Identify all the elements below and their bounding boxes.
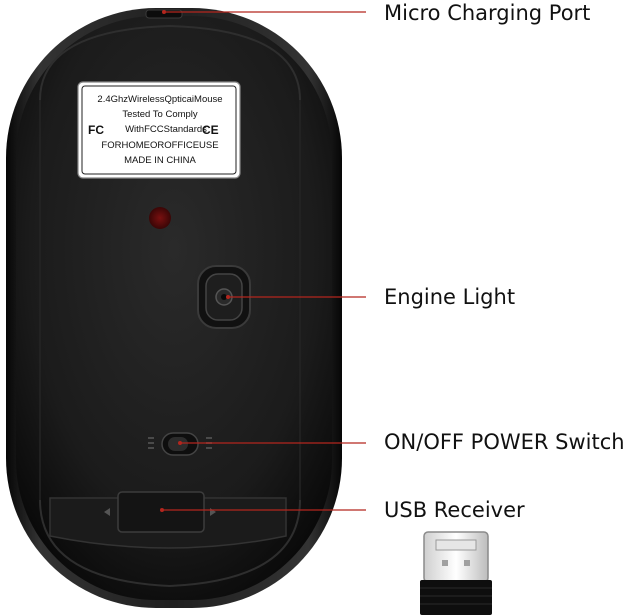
sticker-line-tested: Tested To Comply [122,109,198,120]
label-usb-receiver: USB Receiver [384,498,525,522]
sticker-line-fcc: WithFCCStandards [125,124,207,135]
usb-receiver-dongle [420,531,492,615]
label-power-switch: ON/OFF POWER Switch [384,430,625,454]
sticker-line-usage: FORHOMEOROFFICEUSE [101,140,219,151]
sticker-line-origin: MADE IN CHINA [124,155,196,166]
fcc-logo: FC [88,123,104,137]
label-micro-charging-port: Micro Charging Port [384,1,591,25]
label-engine-light: Engine Light [384,285,516,309]
sticker-line-product: 2.4GhzWirelessQpticaiMouse [97,94,223,105]
usb-receiver-slot [49,491,287,549]
ce-logo: CE [202,123,219,137]
callout-lines [160,10,366,512]
red-led [149,207,171,229]
compliance-sticker: FC CE [77,81,241,179]
